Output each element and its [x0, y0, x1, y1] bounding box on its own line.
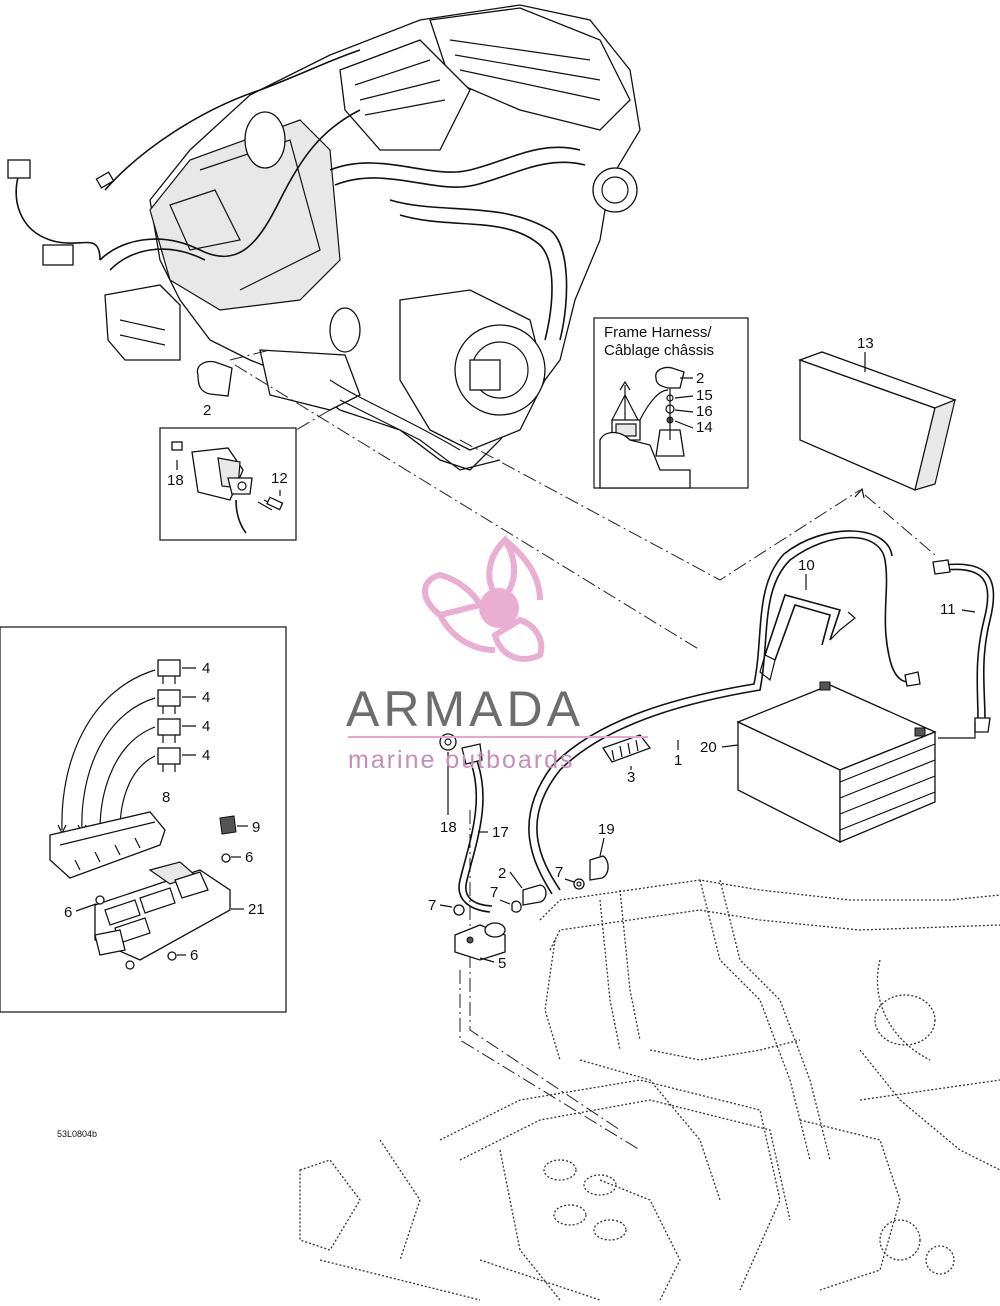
callout-6-left: 6: [64, 904, 72, 921]
leader-engine-inset: [295, 409, 331, 431]
callout-4-c: 4: [202, 718, 210, 735]
callout-18-cable: 18: [440, 819, 457, 836]
callout-9: 9: [252, 819, 260, 836]
callout-6-top: 6: [245, 849, 253, 866]
part-7-nuts: [453, 878, 585, 916]
watermark-rule: [348, 736, 648, 738]
fuses: [157, 659, 181, 772]
callout-7-mid: 7: [490, 884, 498, 901]
callout-20: 20: [700, 739, 717, 756]
callout-21: 21: [248, 901, 265, 918]
callout-4-d: 4: [202, 747, 210, 764]
leader-vertical-1: [469, 810, 621, 1131]
callout-18-inset: 18: [167, 472, 184, 489]
part-3-boot: [602, 734, 652, 763]
callout-15: 15: [696, 387, 713, 404]
callout-2-harness: 2: [696, 370, 704, 387]
leader-6b: [75, 903, 97, 912]
leaders-7: [439, 878, 575, 908]
frame-harness-title-2: Câblage châssis: [604, 342, 714, 359]
callout-19: 19: [598, 821, 615, 838]
leaders-harness: [674, 377, 694, 429]
leader-20: [721, 744, 739, 748]
propeller-logo: [422, 535, 545, 662]
leader-19: [599, 837, 605, 857]
leader-engine-ground: [229, 349, 271, 361]
callout-5: 5: [498, 955, 506, 972]
leaders-4: [182, 667, 196, 756]
callout-3: 3: [627, 769, 635, 786]
arrow-to-13: [854, 487, 865, 499]
callout-10: 10: [798, 557, 815, 574]
part-13-panel: [798, 351, 957, 491]
inset-fuse-box: [0, 626, 287, 1013]
callout-4-a: 4: [202, 660, 210, 677]
diagram-code: 53L0804b: [57, 1129, 97, 1139]
vehicle-frame: [299, 879, 1000, 1301]
part-2-cap-lower: [522, 884, 547, 906]
leader-engine-cable: [234, 364, 701, 651]
frame-harness-title-1: Frame Harness/: [604, 324, 712, 341]
callout-7-left: 7: [428, 897, 436, 914]
part-17-cable: [458, 743, 493, 913]
leader-5: [479, 957, 495, 963]
leader-engine-battery: [459, 439, 861, 581]
callout-1: 1: [674, 752, 682, 769]
part-20-battery: [736, 681, 937, 844]
leader-vertical-2: [459, 970, 641, 1151]
callout-2-lower: 2: [498, 865, 506, 882]
callout-16: 16: [696, 403, 713, 420]
callout-6-bottom: 6: [190, 947, 198, 964]
callout-4-b: 4: [202, 689, 210, 706]
part-1-cable: [528, 530, 921, 895]
callout-17: 17: [492, 824, 509, 841]
part-10-strap: [759, 594, 856, 682]
callout-2-engine: 2: [203, 402, 211, 419]
callout-13: 13: [857, 335, 874, 352]
inset-frame-harness: Frame Harness/ Câblage châssis: [593, 317, 749, 489]
callout-12: 12: [271, 470, 288, 487]
part-2-cap-left: [196, 360, 233, 397]
leader-11: [961, 609, 976, 613]
watermark-brand: ARMADA: [346, 681, 584, 737]
callout-11: 11: [940, 601, 956, 618]
watermark: ARMADA marine outboards: [346, 535, 648, 774]
callout-8: 8: [162, 789, 170, 806]
callout-7-right: 7: [555, 864, 563, 881]
engine-assembly: [7, 4, 641, 471]
callout-14: 14: [696, 419, 713, 436]
leader-cable-11: [864, 494, 936, 556]
inset-ground-detail: [159, 427, 297, 541]
part-11-cable: [932, 559, 995, 739]
part-5-solenoid: [454, 922, 506, 961]
watermark-tagline: marine outboards: [348, 746, 575, 774]
part-19-cap: [589, 855, 609, 881]
leader-2c: [509, 871, 523, 889]
